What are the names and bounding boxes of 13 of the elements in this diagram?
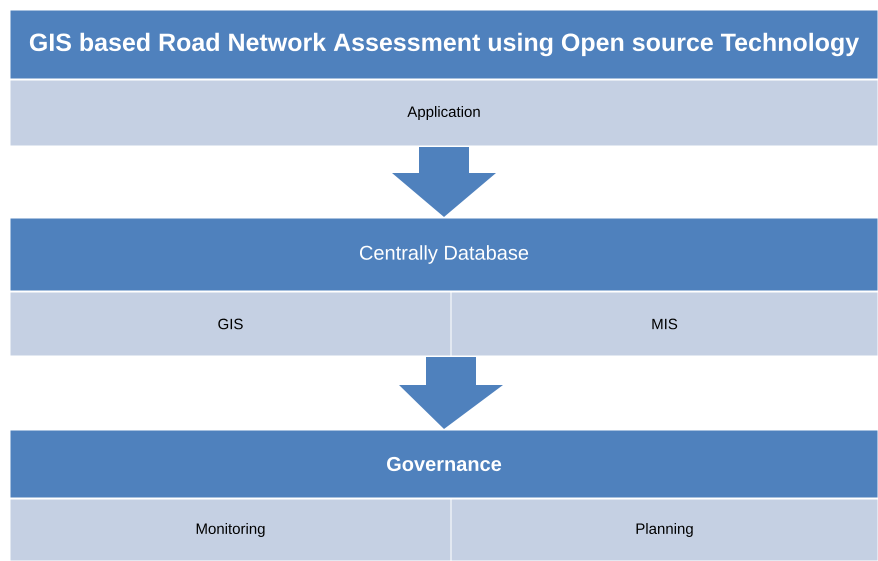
- sub-band: Planning: [450, 498, 878, 561]
- title-band: GIS based Road Network Assessment using Open source Technology: [10, 10, 878, 80]
- header-band: Centrally Database: [10, 218, 878, 292]
- sub-band: GIS: [10, 292, 452, 356]
- block-arrow: [399, 357, 503, 429]
- node-label: Monitoring: [196, 523, 265, 537]
- sub-band: Monitoring: [10, 498, 452, 561]
- node-label: Planning: [636, 523, 693, 537]
- block-arrow: [392, 147, 496, 217]
- node-label: MIS: [652, 318, 678, 330]
- sub-band: Application: [10, 80, 878, 146]
- sub-band: MIS: [450, 292, 878, 356]
- header-band: Governance: [10, 430, 878, 498]
